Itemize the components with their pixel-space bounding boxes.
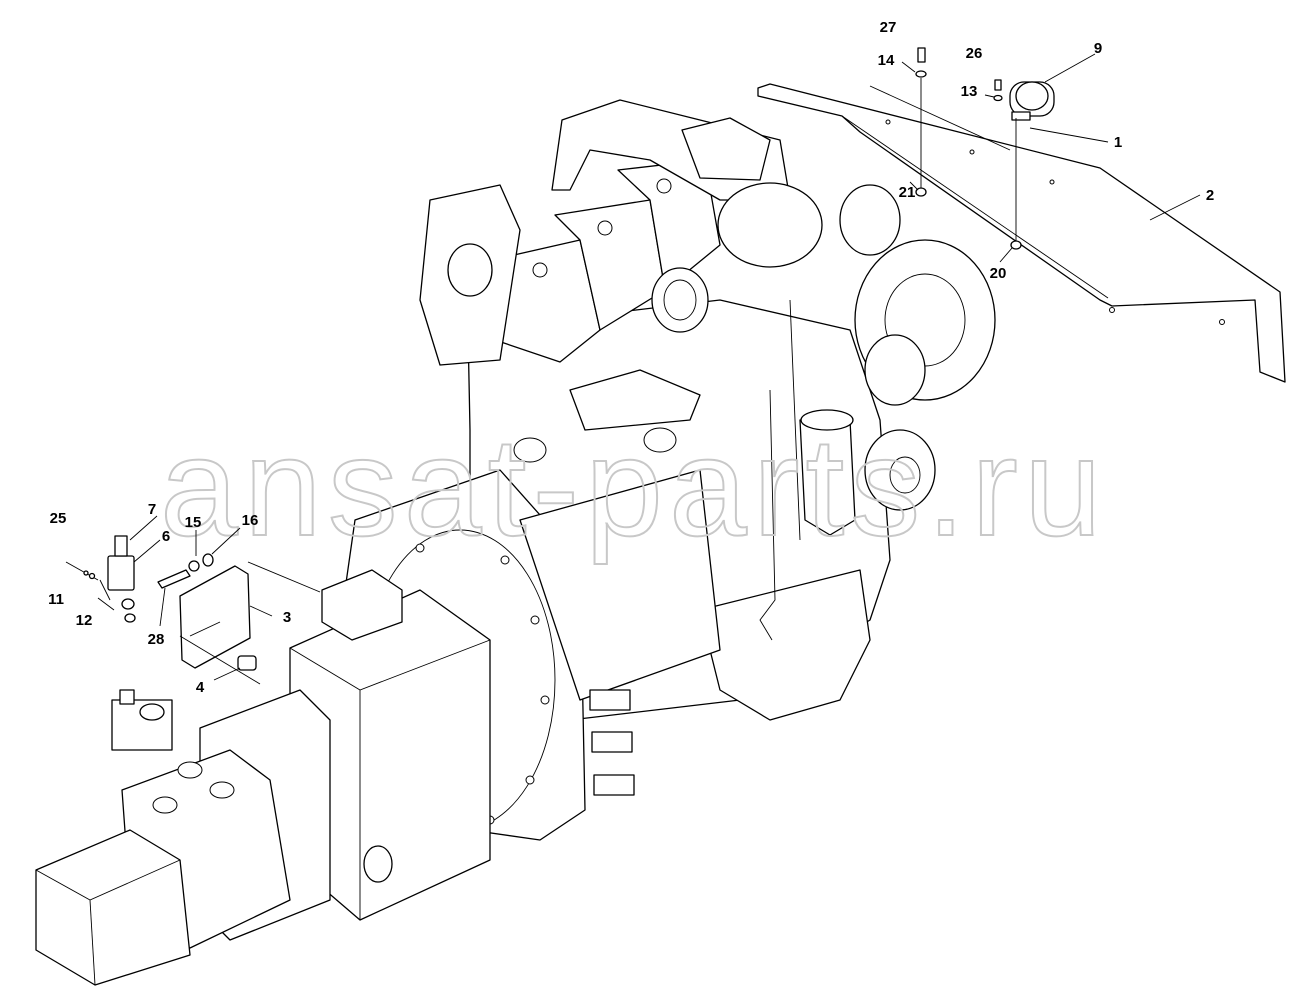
callout-11: 11	[48, 591, 64, 608]
callout-3: 3	[283, 609, 291, 626]
heat-shield-bracket	[757, 83, 1286, 383]
hydraulic-pump	[35, 569, 491, 986]
watermark: ansat-parts.ru	[160, 408, 1108, 565]
callout-27: 27	[880, 19, 897, 36]
callout-labels: 27 14 26 9 13 1 2 21 20 25 7 6 15 16 3 1…	[48, 19, 1214, 696]
leader-lines	[97, 53, 1201, 685]
callout-14: 14	[878, 52, 895, 69]
callout-7: 7	[148, 501, 156, 518]
gauge-sensor	[1009, 81, 1055, 121]
callout-1: 1	[1114, 134, 1122, 151]
callout-9: 9	[1094, 40, 1102, 57]
callout-21: 21	[899, 184, 916, 201]
callout-4: 4	[196, 679, 205, 696]
callout-25: 25	[50, 510, 67, 527]
callout-6: 6	[162, 528, 170, 545]
callout-20: 20	[990, 265, 1007, 282]
callout-12: 12	[76, 612, 93, 629]
callout-2: 2	[1206, 187, 1214, 204]
mounting-plate	[157, 553, 257, 671]
callout-26: 26	[966, 45, 983, 62]
callout-13: 13	[961, 83, 978, 100]
callout-16: 16	[242, 512, 259, 529]
callout-15: 15	[185, 514, 202, 531]
pressure-switch-assembly	[65, 535, 136, 623]
callout-28: 28	[148, 631, 165, 648]
bracket-fasteners	[915, 47, 1022, 250]
